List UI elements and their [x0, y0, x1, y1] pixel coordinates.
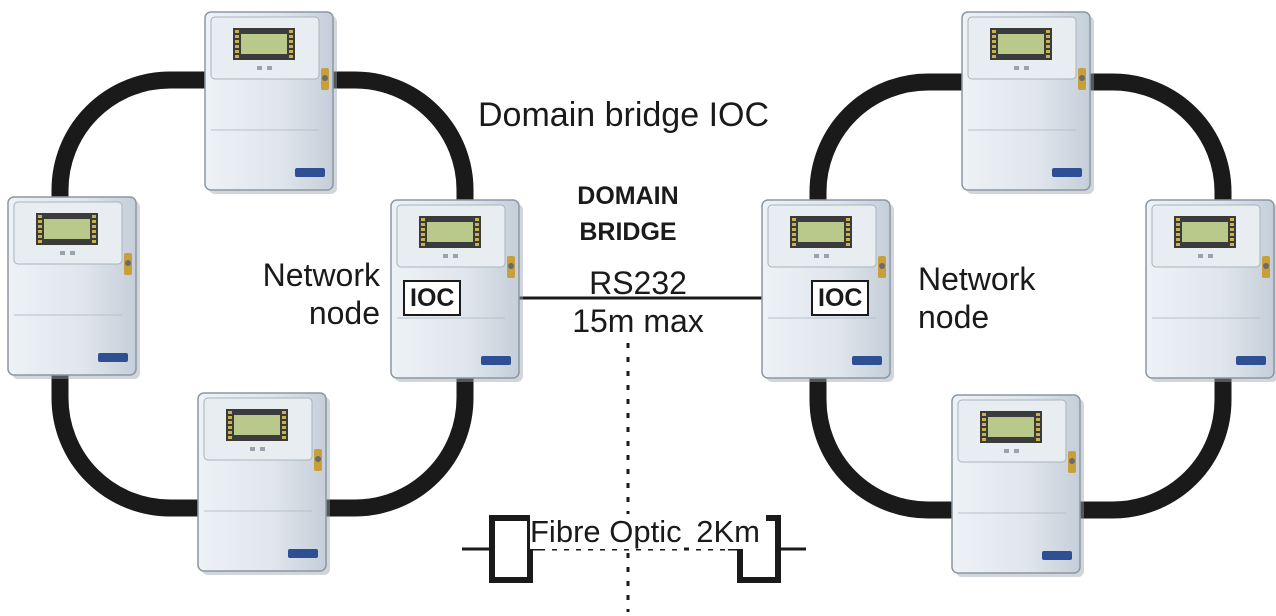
right-node-label-line2: node: [918, 299, 990, 335]
rs232-line1: RS232: [589, 265, 687, 301]
domain-bridge-line2: BRIDGE: [579, 218, 677, 246]
domain-bridge-label: DOMAIN BRIDGE: [538, 178, 718, 250]
diagram-title: Domain bridge IOC: [478, 96, 770, 134]
panel-logo-badge: [1236, 356, 1266, 365]
panel-lcd-display: [234, 415, 280, 435]
panel-lcd-display: [988, 417, 1034, 437]
fibre-converter-left: [489, 515, 533, 583]
control-panel-left-bottom: [197, 392, 330, 575]
panel-logo-badge: [481, 356, 511, 365]
panel-lcd-display: [998, 34, 1044, 54]
panel-logo-badge: [288, 549, 318, 558]
left-ioc-box: IOC: [403, 280, 462, 316]
control-panel-left-left: [7, 196, 140, 379]
left-network-node-label: Network node: [263, 256, 380, 332]
panel-logo-badge: [1042, 551, 1072, 560]
left-node-label-line2: node: [308, 295, 380, 331]
control-panel-right-right: [1145, 199, 1276, 382]
rs232-label: RS232 15m max: [538, 264, 738, 340]
rs232-line2: 15m max: [572, 303, 704, 339]
control-panel-right-bottom: [951, 394, 1084, 577]
panel-lcd-display: [241, 34, 287, 54]
panel-lcd-display: [1182, 222, 1228, 242]
right-network-node-label: Network node: [918, 260, 1035, 336]
domain-bridge-line1: DOMAIN: [577, 182, 679, 210]
fibre-optic-label: Fibre Optic 2Km: [530, 514, 766, 549]
fibre-line1: Fibre Optic: [530, 514, 682, 549]
panel-lcd-display: [44, 219, 90, 239]
fibre-line2: 2Km: [690, 514, 766, 549]
panel-logo-badge: [295, 168, 325, 177]
panel-logo-badge: [852, 356, 882, 365]
control-panel-right-top: [961, 11, 1094, 194]
left-node-label-line1: Network: [262, 257, 380, 293]
right-node-label-line1: Network: [918, 261, 1036, 297]
panel-logo-badge: [1052, 168, 1082, 177]
panel-lcd-display: [798, 222, 844, 242]
panel-logo-badge: [98, 353, 128, 362]
right-ioc-box: IOC: [811, 280, 870, 316]
control-panel-left-top: [204, 11, 337, 194]
panel-lcd-display: [427, 222, 473, 242]
